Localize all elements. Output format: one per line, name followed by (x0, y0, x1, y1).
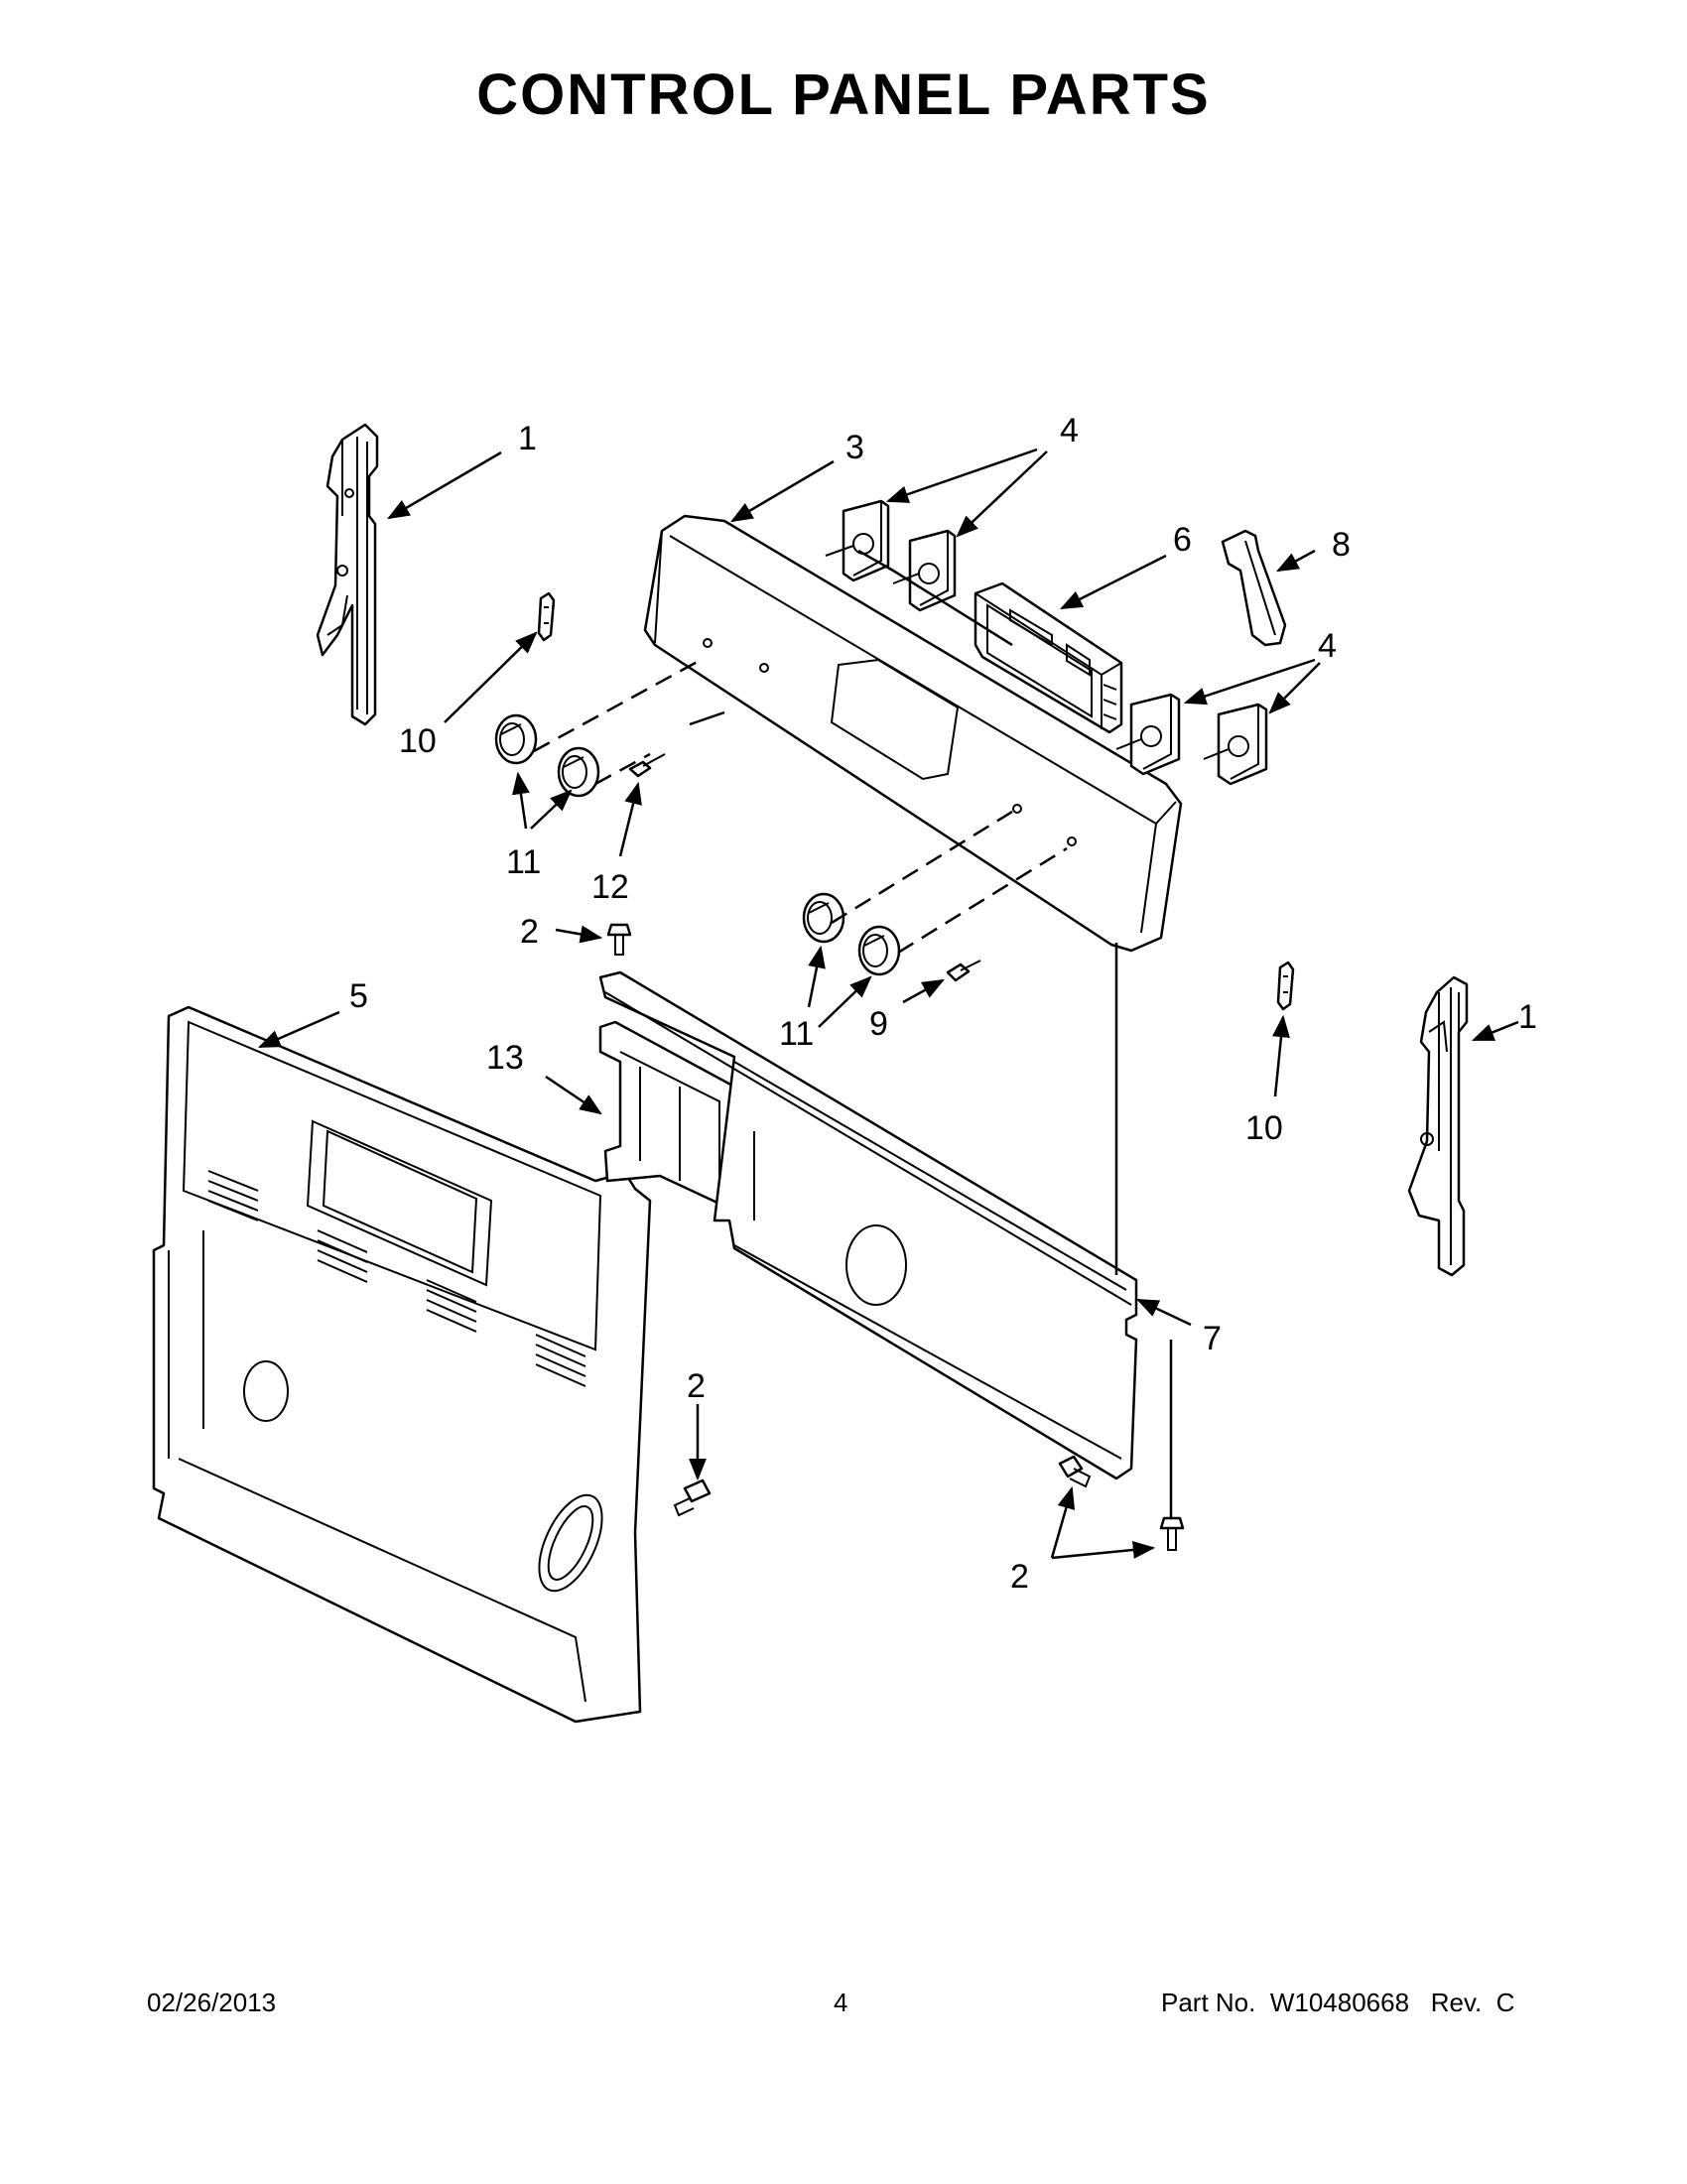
electronic-oven-control (973, 581, 1123, 734)
knob-2 (557, 746, 600, 798)
infinite-switch-4 (1203, 703, 1268, 786)
clip-left (537, 591, 556, 642)
footer-date: 02/26/2013 (147, 1988, 277, 2017)
clip-right (1276, 961, 1295, 1011)
callout-2c: 2 (1010, 1558, 1029, 1596)
callout-12: 12 (591, 868, 629, 906)
control-panel-console (643, 514, 1183, 953)
knob-3 (802, 892, 845, 944)
screw-part-12 (628, 753, 666, 778)
manifold-panel-7 (598, 970, 1138, 1480)
screw-top (606, 923, 632, 956)
infinite-switch-1 (825, 499, 890, 582)
callout-10a: 10 (399, 722, 437, 760)
callout-3: 3 (845, 429, 864, 466)
callout-1a: 1 (518, 420, 537, 457)
alignment-line (689, 710, 725, 726)
rear-panel (152, 1005, 652, 1724)
alignment-line (831, 810, 1013, 925)
callout-labels: 1 1 2 2 2 3 4 4 5 6 7 8 9 10 10 11 11 12… (349, 412, 1537, 1596)
callout-8: 8 (1332, 526, 1351, 564)
callout-2a: 2 (520, 913, 539, 951)
screw-left-panel (673, 1478, 712, 1517)
screw-lower-1 (1058, 1455, 1092, 1488)
control-bracket (1221, 529, 1287, 647)
callout-6: 6 (1173, 521, 1192, 559)
callout-1b: 1 (1518, 998, 1537, 1036)
knob-1 (494, 713, 538, 765)
footer-part-number: Part No. W10480668 Rev. C (1161, 1988, 1515, 2017)
alignment-line (897, 846, 1068, 955)
leader-lines (257, 448, 1519, 1560)
callout-5: 5 (349, 977, 368, 1015)
right-side-bracket (1407, 975, 1469, 1277)
callout-11b: 11 (779, 1015, 814, 1053)
callout-4b: 4 (1318, 627, 1337, 665)
callout-13: 13 (486, 1039, 524, 1077)
callout-7: 7 (1203, 1320, 1222, 1357)
callout-10b: 10 (1245, 1109, 1283, 1147)
page-title: CONTROL PANEL PARTS (476, 63, 1211, 127)
callout-11a: 11 (506, 843, 541, 881)
infinite-switch-2 (892, 529, 957, 612)
alignment-line (594, 752, 651, 786)
alignment-line (857, 549, 1013, 647)
left-side-bracket (316, 423, 379, 726)
screw-part-9 (946, 960, 981, 982)
callout-4a: 4 (1060, 412, 1079, 450)
footer-page-number: 4 (834, 1988, 848, 2017)
screw-lower-2 (1159, 1516, 1185, 1551)
callout-2b: 2 (687, 1367, 706, 1405)
mounting-plate-13 (598, 1020, 736, 1213)
alignment-line (533, 657, 704, 753)
callout-9: 9 (869, 1005, 888, 1043)
knob-4 (857, 925, 901, 976)
infinite-switch-3 (1115, 693, 1181, 776)
